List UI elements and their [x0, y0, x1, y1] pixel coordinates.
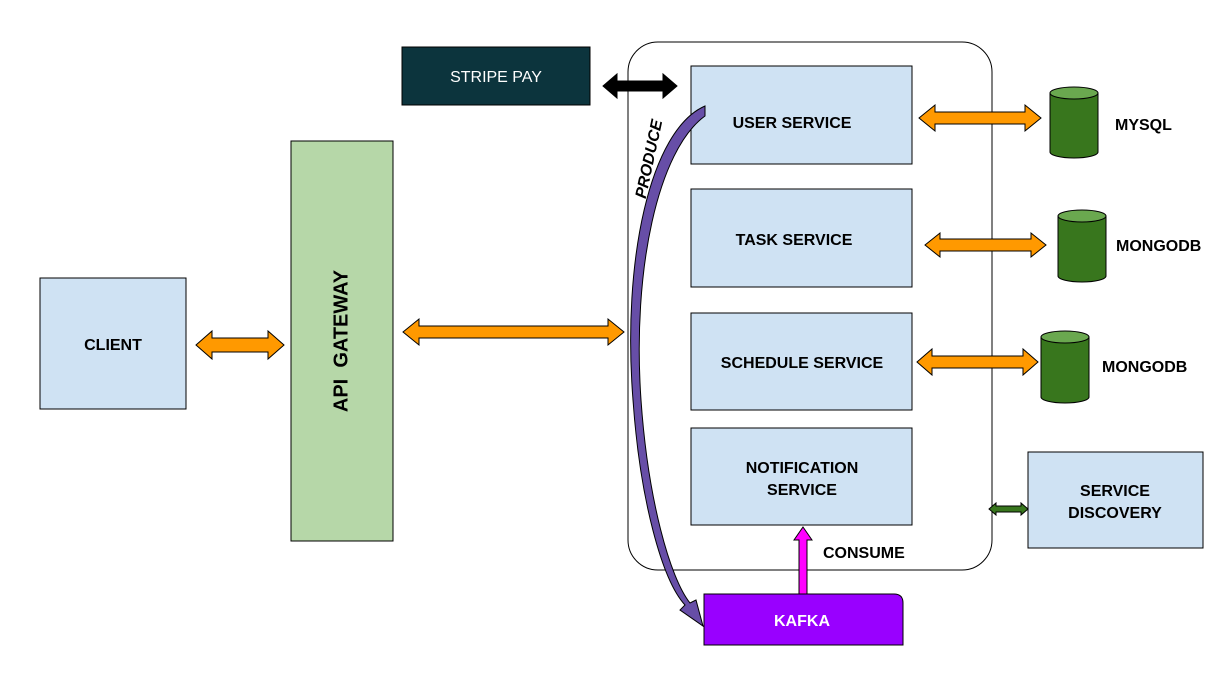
notification-service-label-line1: NOTIFICATION: [746, 460, 859, 477]
mongodb-schedule-database-icon: [1040, 330, 1090, 404]
stripe-user-arrow: [602, 72, 678, 100]
user-service-label: USER SERVICE: [733, 115, 852, 132]
client-node: CLIENT: [39, 277, 187, 410]
mongodb-schedule-label: MONGODB: [1102, 359, 1187, 376]
task-service-label: TASK SERVICE: [736, 232, 853, 249]
notification-service-node: NOTIFICATION SERVICE: [690, 427, 913, 526]
discovery-arrow: [988, 501, 1029, 517]
mongodb-task-database-icon: [1057, 209, 1107, 283]
mysql-label: MYSQL: [1115, 117, 1172, 134]
gateway-services-arrow: [402, 317, 625, 347]
produce-arrow: [630, 105, 706, 628]
notification-service-label-line2: SERVICE: [767, 482, 837, 499]
user-mysql-arrow: [918, 103, 1042, 133]
task-service-node: TASK SERVICE: [690, 188, 913, 288]
mysql-database-icon: [1049, 86, 1099, 159]
kafka-node: KAFKA: [703, 593, 904, 646]
api-gateway-label: API GATEWAY: [330, 269, 352, 412]
schedule-mongodb-arrow: [916, 347, 1039, 377]
schedule-service-node: SCHEDULE SERVICE: [690, 312, 913, 411]
mongodb-task-label: MONGODB: [1116, 238, 1201, 255]
client-label: CLIENT: [84, 337, 142, 354]
service-discovery-label-line2: DISCOVERY: [1068, 505, 1162, 522]
task-mongodb-arrow: [924, 231, 1047, 259]
consume-label: CONSUME: [823, 545, 905, 562]
client-gateway-arrow: [195, 329, 285, 361]
api-gateway-node: API GATEWAY: [290, 140, 394, 542]
schedule-service-label: SCHEDULE SERVICE: [721, 355, 884, 372]
consume-arrow: [793, 526, 813, 595]
service-discovery-label-line1: SERVICE: [1080, 483, 1150, 500]
service-discovery-node: SERVICE DISCOVERY: [1027, 451, 1204, 549]
microservices-container: [627, 41, 993, 571]
kafka-label: KAFKA: [774, 613, 830, 630]
stripe-pay-label: STRIPE PAY: [450, 69, 542, 86]
user-service-node: USER SERVICE: [690, 65, 913, 165]
stripe-pay-node: STRIPE PAY: [401, 46, 591, 106]
